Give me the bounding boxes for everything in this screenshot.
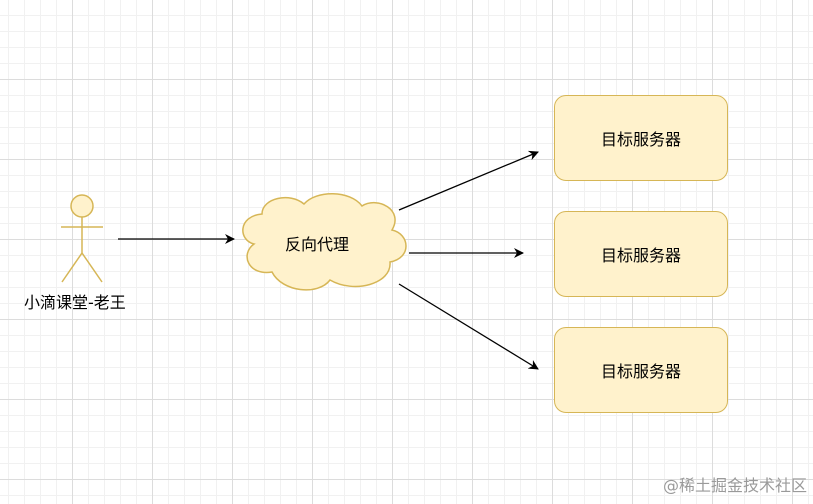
actor-left-leg	[61, 252, 83, 283]
actor-head	[70, 194, 94, 218]
server-label-1: 目标服务器	[600, 130, 681, 149]
proxy-cloud[interactable]	[242, 193, 407, 291]
actor-right-leg	[81, 252, 103, 283]
server-box-2[interactable]: 目标服务器	[554, 211, 728, 297]
server-label-3: 目标服务器	[600, 362, 681, 381]
actor-figure[interactable]	[61, 194, 103, 283]
edge-proxy-to-server-1	[398, 150, 539, 211]
edge-proxy-to-server-3	[398, 283, 539, 370]
actor-label: 小滴课堂-老王	[24, 293, 126, 312]
watermark: @稀土掘金技术社区	[662, 476, 807, 495]
proxy-label: 反向代理	[285, 235, 350, 254]
server-box-1[interactable]: 目标服务器	[554, 95, 728, 181]
server-box-3[interactable]: 目标服务器	[554, 327, 728, 413]
server-label-2: 目标服务器	[600, 246, 681, 265]
